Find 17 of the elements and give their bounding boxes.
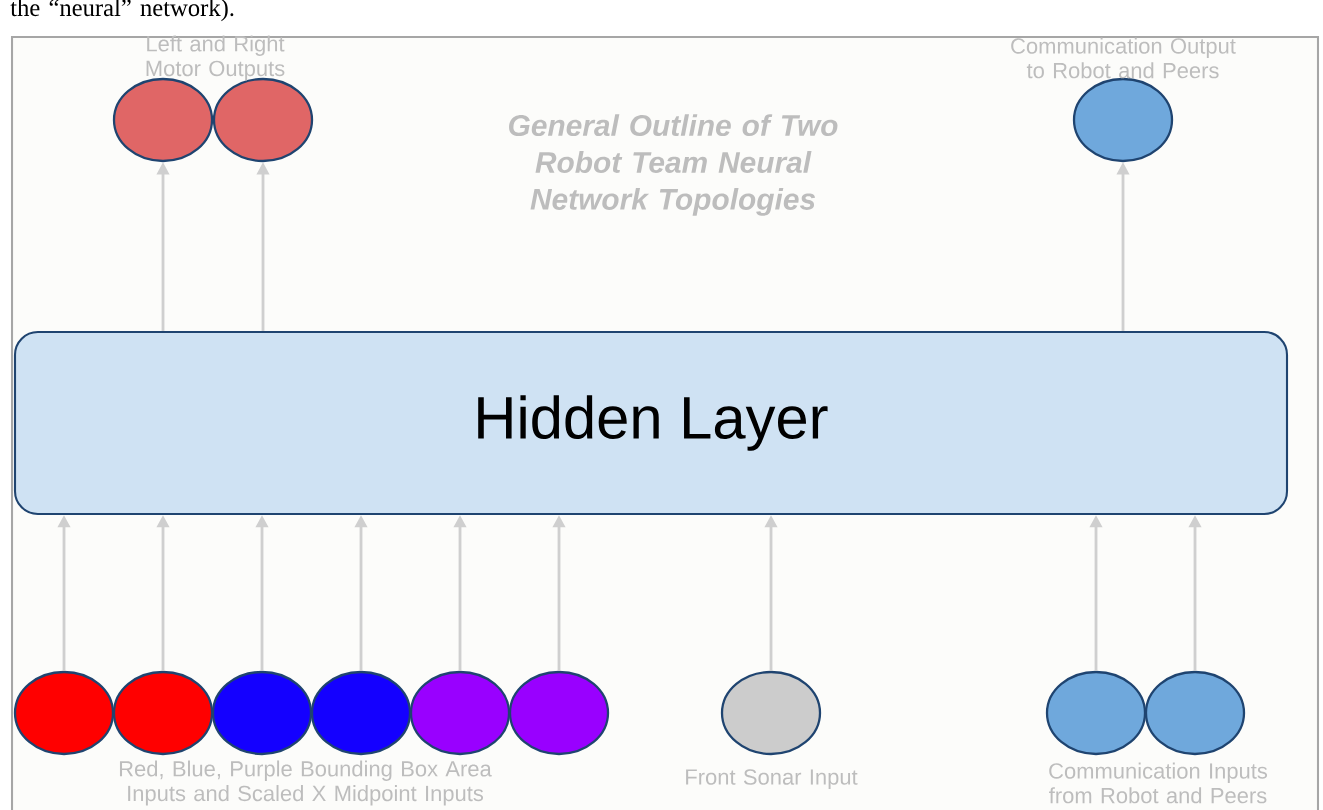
- node-circle: [409, 670, 511, 756]
- node-circle: [1144, 670, 1246, 756]
- node-circle: [211, 670, 313, 756]
- caption: Communication Output to Robot and Peers: [1011, 37, 1236, 79]
- node-circle: [112, 670, 214, 756]
- node-circle: [1045, 670, 1147, 756]
- node-circle: [310, 670, 412, 756]
- layer-box: Hidden Layer: [13, 330, 1289, 516]
- caption: Left and Right Motor Outputs: [146, 35, 285, 81]
- caption: Communication Inputs from Robot and Peers: [1049, 762, 1268, 804]
- title: General Outline of Two Robot Team Neural Network Topologies: [509, 114, 838, 216]
- node-label: Front Sonar Input: [686, 769, 858, 790]
- caption: Red, Blue, Purple Bounding Box Area Inputs and Scaled X Midpoint Inputs: [119, 760, 492, 806]
- node-circle: [508, 670, 610, 756]
- node-circle: [1072, 77, 1174, 163]
- node-circle: [13, 670, 115, 756]
- node-circle: [720, 670, 822, 756]
